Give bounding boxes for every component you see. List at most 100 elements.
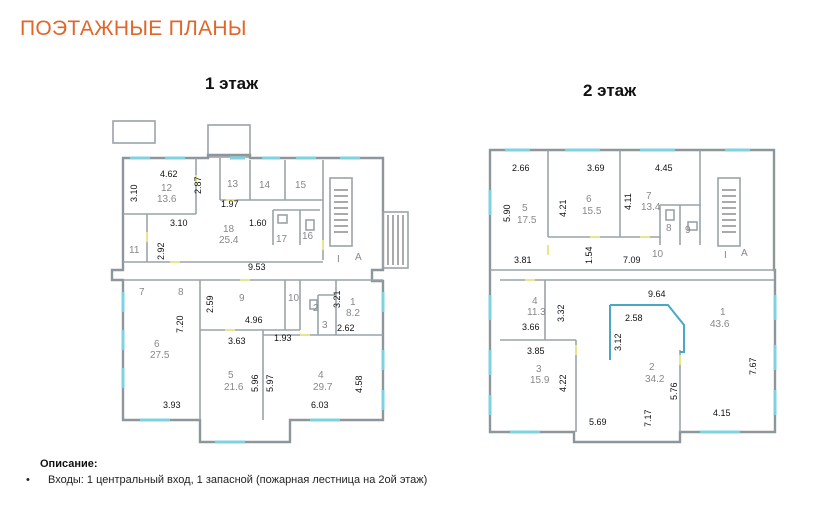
floor1-dim-2-59: 2.59 <box>205 295 215 313</box>
floor2-room-8: 8 <box>666 223 672 234</box>
floor2-room-1-area: 43.6 <box>710 319 730 330</box>
floor1-toilet-icon <box>305 219 315 231</box>
floor2-dim-7-67: 7.67 <box>748 357 758 375</box>
floor1-dim-7-20: 7.20 <box>175 315 185 333</box>
floor1-room-4-number: 4 <box>318 370 324 381</box>
floor1-dim-3-93: 3.93 <box>163 400 181 410</box>
floor1-doors <box>146 175 324 336</box>
floor1-stair-lines <box>334 189 348 233</box>
floor1-room-8: 8 <box>178 287 184 298</box>
floor1-dim-4-62: 4.62 <box>160 169 178 179</box>
floor1-entrance-steps <box>382 211 409 269</box>
floor1-room-18-number: 18 <box>223 224 235 235</box>
floor1-dim-3-21: 3.21 <box>332 290 342 308</box>
floor2-interior-walls <box>490 150 775 432</box>
floor2-room-5-area: 17.5 <box>517 215 537 226</box>
floor1-dim-3-10a: 3.10 <box>129 184 139 202</box>
floor1-outer-wall <box>110 153 385 444</box>
floor2-room-I: I <box>724 250 727 261</box>
floor1-dim-4-58: 4.58 <box>354 375 364 393</box>
floor2-room-4-area: 11.3 <box>527 307 546 318</box>
floor2-dim-4-21: 4.21 <box>558 199 568 217</box>
floor2-room-A: A <box>741 248 748 259</box>
floor2-dim-4-15: 4.15 <box>713 408 731 418</box>
floor2-dim-4-11: 4.11 <box>623 193 633 210</box>
floor2-dim-2-58: 2.58 <box>625 313 643 323</box>
floor1-room-I: I <box>337 254 340 265</box>
floor2-sink-icon <box>687 221 698 231</box>
floor1-room-13: 13 <box>227 179 239 190</box>
floor1-dim-2-92: 2.92 <box>156 242 166 260</box>
floor1-dim-3-10b: 3.10 <box>170 218 188 228</box>
floor2-dim-1-54: 1.54 <box>584 246 594 264</box>
floor1-plan <box>110 120 409 444</box>
floor2-stair-lines <box>722 189 736 233</box>
floor2-dim-7-17: 7.17 <box>643 409 653 427</box>
floor1-dim-1-97: 1.97 <box>221 199 239 209</box>
floor2-room-10: 10 <box>652 249 664 260</box>
floor2-stairwell <box>717 177 741 247</box>
floor1-dim-3-63: 3.63 <box>228 336 246 346</box>
floor1-dim-5-97: 5.97 <box>265 374 275 392</box>
floor2-labels: 2.66 3.69 4.45 5.90 5 17.5 4.21 6 15.5 4… <box>502 163 758 427</box>
floor1-room-3: 3 <box>322 320 328 331</box>
floor2-toilet-icon <box>665 209 675 221</box>
description-title: Описание: <box>40 458 98 470</box>
floor1-dim-5-96: 5.96 <box>250 374 260 392</box>
floor2-dim-7-09: 7.09 <box>623 255 641 265</box>
floor2-room-7-area: 13.4 <box>641 202 661 213</box>
floor2-windows <box>488 148 777 434</box>
floor1-porch <box>112 120 156 144</box>
floor1-dim-2-87: 2.87 <box>193 176 203 194</box>
floor2-room-2-area: 34.2 <box>645 374 665 385</box>
floor2-dim-3-12: 3.12 <box>613 333 623 351</box>
floor1-label: 1 этаж <box>205 74 259 93</box>
floor1-room-A: A <box>355 252 362 263</box>
floor1-room-9: 9 <box>239 293 245 304</box>
floor1-room-18-area: 25.4 <box>219 235 239 246</box>
floor2-dim-3-66: 3.66 <box>522 322 540 332</box>
floor1-toilet2-icon <box>309 299 318 310</box>
floor2-dim-5-90: 5.90 <box>502 204 512 222</box>
floor2-dim-5-69: 5.69 <box>589 417 607 427</box>
floor1-dim-1-93: 1.93 <box>274 333 292 343</box>
floor2-label: 2 этаж <box>583 81 637 100</box>
floor2-room-3-number: 3 <box>536 364 542 375</box>
floor1-room-7: 7 <box>139 287 145 298</box>
floor2-dim-5-76: 5.76 <box>669 382 679 400</box>
floor2-room2-highlight <box>610 304 685 353</box>
description-item-text: Входы: 1 центральный вход, 1 запасной (п… <box>48 474 428 486</box>
floor1-room-11: 11 <box>129 245 140 256</box>
floor2-plan <box>488 148 777 444</box>
floor1-labels: 4.62 3.10 12 13.6 2.87 13 14 15 1.97 3.1… <box>129 169 364 410</box>
floor2-room-4-number: 4 <box>532 296 538 307</box>
floor1-room-6-area: 27.5 <box>150 350 170 361</box>
floor1-dim-2-62: 2.62 <box>337 323 355 333</box>
floor2-dim-9-64: 9.64 <box>648 289 666 299</box>
floor2-room-3-area: 15.9 <box>530 375 550 386</box>
floor1-room-6-number: 6 <box>154 339 160 350</box>
floor1-room-12-area: 13.6 <box>157 194 177 205</box>
floor2-room-2-number: 2 <box>649 362 655 373</box>
floor2-dim-4-45: 4.45 <box>655 163 673 173</box>
floor1-room-14: 14 <box>259 180 271 191</box>
floor2-dim-3-69: 3.69 <box>587 163 605 173</box>
floor2-room-6-area: 15.5 <box>582 206 602 217</box>
floor1-room-15: 15 <box>295 180 307 191</box>
floor1-dim-9-53: 9.53 <box>248 262 266 272</box>
floor2-dim-3-85: 3.85 <box>527 346 545 356</box>
floor2-dim-2-66: 2.66 <box>512 163 530 173</box>
floor1-stairwell-top <box>207 124 251 158</box>
floor1-dim-6-03: 6.03 <box>311 400 329 410</box>
floor2-doors <box>525 236 681 365</box>
floor1-windows <box>121 156 385 444</box>
floor1-room-4-area: 29.7 <box>313 382 333 393</box>
floor1-stairwell <box>329 177 353 247</box>
floor1-room-1-area: 8.2 <box>346 308 360 319</box>
floor1-room-2: 2 <box>313 303 319 314</box>
description-item: •Входы: 1 центральный вход, 1 запасной (… <box>26 474 427 486</box>
floor2-dim-3-32: 3.32 <box>556 304 566 322</box>
floor2-dim-3-81: 3.81 <box>514 255 532 265</box>
floor2-room-5-number: 5 <box>522 203 528 214</box>
